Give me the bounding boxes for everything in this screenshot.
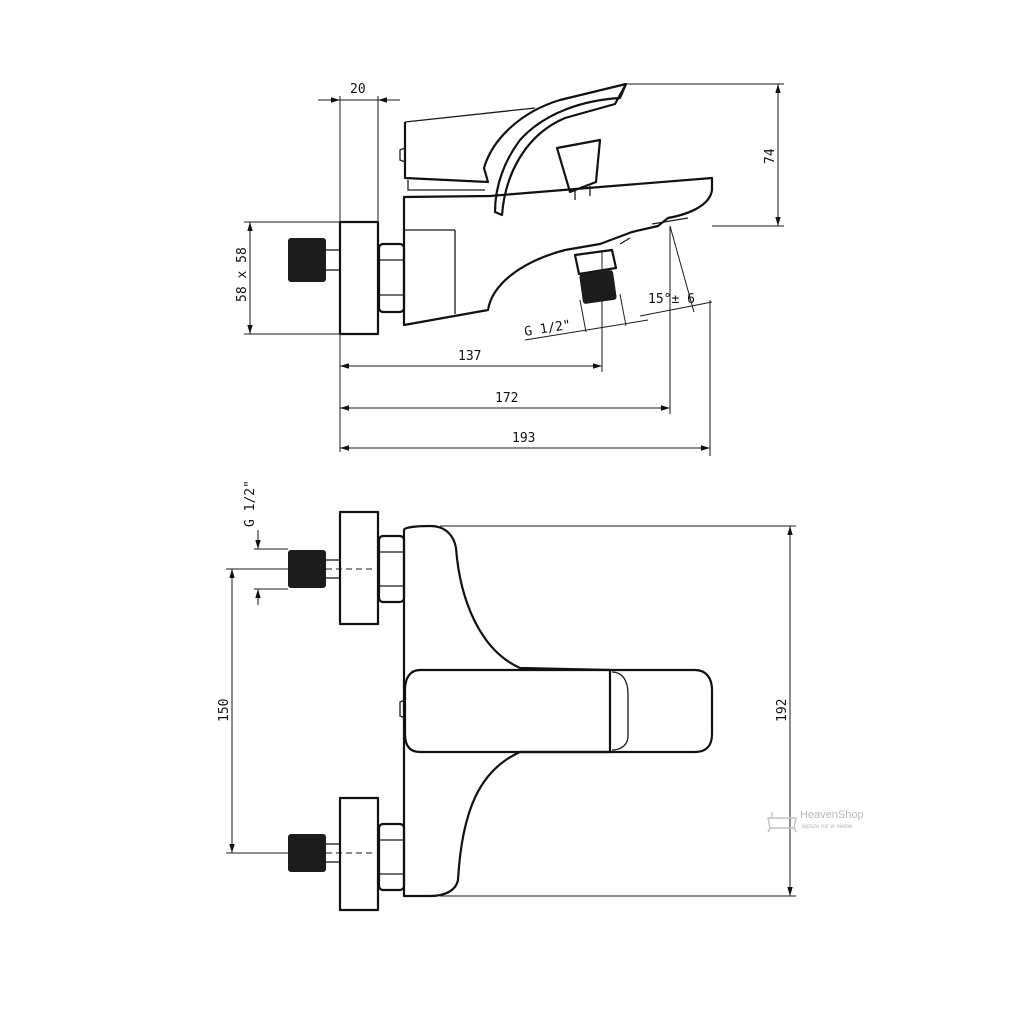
wall-plate-lower [338,796,380,912]
dim-to-spout-tip: 172 [495,391,518,406]
lever-handle-front [403,668,714,754]
dim-angle: 15°± 6 [648,292,695,307]
diverter-knob-side [555,138,602,194]
side-view: 20 74 58 x 58 G 1/2" 15°± 6 137 172 193 [235,82,784,456]
lever-handle-side [403,82,628,217]
dim-overall-height: 192 [775,699,790,722]
dim-inlet-spacing: 150 [217,699,232,722]
nut-lower [377,822,406,892]
watermark: HeavenShop lepsze niż w niebie [767,809,864,833]
dim-to-outlet: 137 [458,349,481,364]
faucet-body-front [402,524,612,898]
watermark-tagline: lepsze niż w niebie [802,824,853,830]
dim-inlet-thread: G 1/2" [243,480,258,527]
bathtub-icon [767,812,797,833]
faucet-body-side [402,176,714,327]
dim-plate-size: 58 x 58 [235,247,250,302]
wall-plate-side [338,220,380,336]
dim-wall-offset: 20 [350,82,366,97]
nut-side [377,242,406,314]
dim-overall-length: 193 [512,431,535,446]
outlet-side [573,237,631,304]
inlet-thread-side [288,238,340,282]
front-view: G 1/2" 150 192 [217,480,796,912]
wall-plate-upper [338,510,380,626]
dim-height: 74 [763,148,778,164]
inlet-thread-lower [288,834,326,872]
watermark-brand: HeavenShop [800,809,864,821]
nut-upper [377,534,406,604]
inlet-thread-upper [288,550,326,588]
dim-outlet-thread: G 1/2" [523,318,572,340]
